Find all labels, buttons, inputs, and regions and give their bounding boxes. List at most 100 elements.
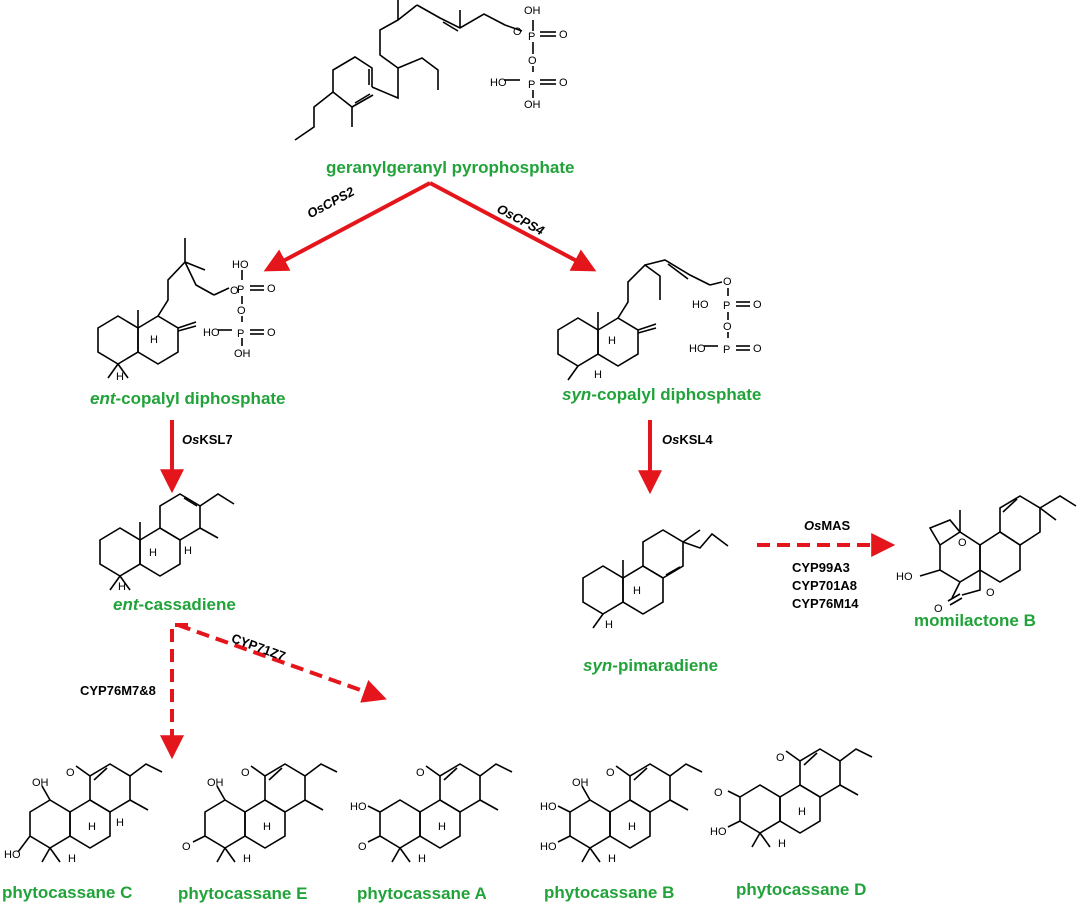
atom-o: O <box>230 285 239 297</box>
atom-h: H <box>628 821 636 833</box>
atom-o: O <box>182 841 191 853</box>
momilactone-b-atom-labels: O HO O O <box>896 537 995 615</box>
ent-cassadiene-structure <box>99 493 235 591</box>
arrow-ggpp-to-ent-cpp <box>263 181 431 272</box>
label-syn-copalyl-diphosphate: syn-copalyl diphosphate <box>562 385 761 405</box>
atom-ho: HO <box>540 841 557 853</box>
label-syn-pimaradiene-rest: -pimaradiene <box>612 656 719 675</box>
atom-o: O <box>986 587 995 599</box>
atom-o: O <box>958 537 967 549</box>
atom-ho: HO <box>896 571 913 583</box>
phytocassane-c-atom-labels: O OH HO H H H <box>4 767 124 865</box>
atom-h: H <box>116 371 124 383</box>
ggpp-structure <box>294 0 556 141</box>
atom-p: P <box>237 328 244 340</box>
atom-h: H <box>184 545 192 557</box>
label-cyp701a8: CYP701A8 <box>792 578 858 593</box>
label-ksl7-rest: KSL7 <box>199 432 233 447</box>
ggpp-atom-labels: O P OH O O P HO O OH <box>490 5 568 111</box>
label-ent-cassadiene: ent-cassadiene <box>113 595 236 615</box>
label-mas-rest: MAS <box>821 518 851 533</box>
atom-o: O <box>267 283 276 295</box>
label-syn-prefix: syn <box>583 656 613 675</box>
atom-p: P <box>723 344 730 356</box>
atom-h: H <box>118 581 126 593</box>
atom-p: P <box>237 284 244 296</box>
phytocassane-b-atom-labels: O OH HO HO H H <box>540 767 636 865</box>
phytocassane-e-structure <box>192 763 338 863</box>
syn-pimaradiene-atom-labels: H H <box>605 585 641 631</box>
syn-cpp-atom-labels: O P HO O O P HO O H H <box>594 276 762 381</box>
label-ksl4-rest: KSL4 <box>679 432 713 447</box>
atom-o: O <box>559 29 568 41</box>
arrow-ent-cassadiene-to-cyp71z7-products <box>177 623 387 703</box>
label-ent-cpp-rest: -copalyl diphosphate <box>115 389 286 408</box>
reaction-arrows <box>160 181 896 760</box>
atom-h: H <box>149 547 157 559</box>
atom-h: H <box>150 334 158 346</box>
atom-h: H <box>243 853 251 865</box>
atom-h: H <box>68 853 76 865</box>
label-os-prefix: Os <box>662 432 680 447</box>
atom-p: P <box>528 31 535 43</box>
atom-h: H <box>798 806 806 818</box>
atom-h: H <box>633 585 641 597</box>
atom-h: H <box>418 853 426 865</box>
label-phytocassane-d: phytocassane D <box>736 880 867 899</box>
atom-o: O <box>513 26 522 38</box>
label-ent-cassadiene-rest: -cassadiene <box>138 595 236 614</box>
label-syn-pimaradiene: syn-pimaradiene <box>583 656 718 676</box>
atom-o: O <box>723 276 732 288</box>
phytocassane-b-structure <box>557 763 703 863</box>
phytocassane-a-atom-labels: O HO O H H <box>350 767 446 865</box>
arrow-ggpp-to-syn-cpp <box>429 181 597 272</box>
label-momilactone-b: momilactone B <box>914 611 1036 630</box>
atom-ho: HO <box>203 327 220 339</box>
atom-ho: HO <box>692 299 709 311</box>
atom-o: O <box>559 77 568 89</box>
label-ggpp: geranylgeranyl pyrophosphate <box>326 158 575 177</box>
momilactone-b-structure <box>919 495 1077 606</box>
atom-oh: OH <box>207 777 224 789</box>
label-osksl7: OsKSL7 <box>182 432 233 447</box>
atom-h: H <box>594 369 602 381</box>
atom-h: H <box>116 817 124 829</box>
label-ent-prefix: ent <box>90 389 116 408</box>
label-osmas: OsMAS <box>804 518 850 533</box>
atom-h: H <box>438 821 446 833</box>
label-phytocassane-e: phytocassane E <box>178 884 308 903</box>
atom-ho: HO <box>689 343 706 355</box>
atom-oh: OH <box>524 99 541 111</box>
atom-ho: HO <box>710 826 727 838</box>
atom-h: H <box>605 619 613 631</box>
label-ent-prefix: ent <box>113 595 139 614</box>
phytocassane-a-structure <box>367 763 513 863</box>
atom-p: P <box>723 300 730 312</box>
ent-cassadiene-atom-labels: H H H <box>118 545 192 593</box>
label-cyp76m14: CYP76M14 <box>792 596 859 611</box>
atom-ho: HO <box>490 77 507 89</box>
atom-oh: OH <box>572 777 589 789</box>
atom-o: O <box>753 299 762 311</box>
syn-cpp-structure <box>557 259 750 381</box>
atom-o: O <box>267 327 276 339</box>
atom-oh: OH <box>32 777 49 789</box>
label-phytocassane-b: phytocassane B <box>544 883 675 902</box>
syn-pimaradiene-structure <box>582 529 729 629</box>
phytocassane-e-atom-labels: O OH O H H <box>182 767 271 865</box>
atom-h: H <box>88 821 96 833</box>
atom-o: O <box>606 767 615 779</box>
phytocassane-d-structure <box>727 748 873 848</box>
atom-o: O <box>416 767 425 779</box>
label-phytocassane-c: phytocassane C <box>2 883 133 902</box>
label-osksl4: OsKSL4 <box>662 432 713 447</box>
phytocassane-c-structure <box>17 763 163 863</box>
atom-h: H <box>608 335 616 347</box>
atom-p: P <box>528 79 535 91</box>
ent-cpp-structure <box>97 238 264 379</box>
label-syn-prefix: syn <box>562 385 592 404</box>
label-cyp99a3: CYP99A3 <box>792 560 850 575</box>
atom-ho: HO <box>350 801 367 813</box>
